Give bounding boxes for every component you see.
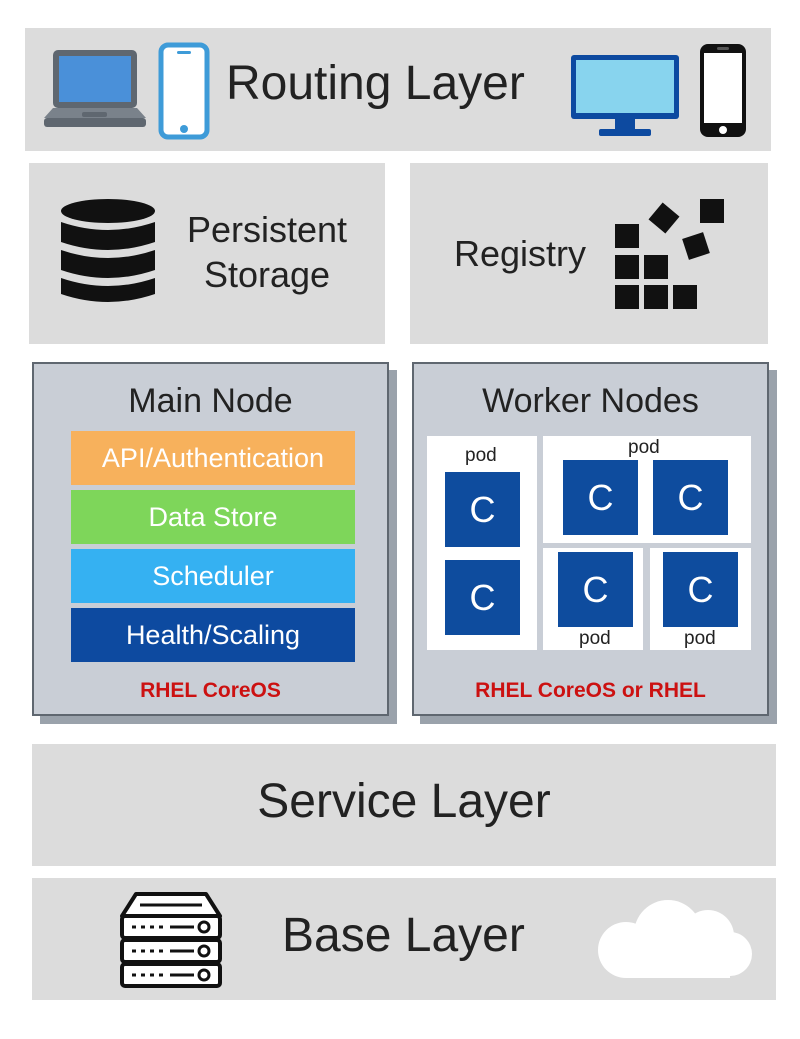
- worker-nodes: Worker Nodes pod C C pod C C C pod C pod…: [412, 362, 769, 716]
- worker-nodes-os: RHEL CoreOS or RHEL: [475, 679, 706, 702]
- worker-nodes-title: Worker Nodes: [482, 382, 699, 420]
- container-box: C: [563, 460, 638, 535]
- pod-2: pod C C: [543, 436, 751, 543]
- blocks-icon: [615, 199, 724, 309]
- container-box: C: [663, 552, 738, 627]
- data-store-block: Data Store: [71, 490, 355, 544]
- monitor-icon: [571, 55, 679, 136]
- database-icon: [61, 199, 155, 302]
- persistent-storage-label: Persistent Storage: [177, 207, 357, 297]
- registry-title: Registry: [453, 233, 587, 274]
- container-box: C: [445, 472, 520, 547]
- container-box: C: [653, 460, 728, 535]
- main-node-os: RHEL CoreOS: [140, 679, 281, 702]
- registry-panel: Registry: [410, 163, 768, 344]
- server-icon: [120, 892, 222, 988]
- base-layer-title: Base Layer: [282, 909, 525, 962]
- service-layer-panel: Service Layer: [32, 744, 776, 866]
- base-layer-panel: Base Layer: [32, 878, 776, 1000]
- pod-4: C pod: [650, 548, 751, 650]
- tablet-icon: [158, 42, 210, 140]
- api-authentication-block: API/Authentication: [71, 431, 355, 485]
- persistent-storage-panel: Persistent Storage: [29, 163, 385, 344]
- pod-label: pod: [628, 437, 660, 458]
- container-box: C: [445, 560, 520, 635]
- main-node: Main Node API/Authentication Data Store …: [32, 362, 389, 716]
- cloud-icon: [598, 900, 752, 978]
- routing-layer-title: Routing Layer: [226, 57, 525, 110]
- pod-label: pod: [579, 628, 611, 649]
- laptop-icon: [44, 50, 146, 127]
- routing-layer-panel: Routing Layer: [25, 28, 771, 151]
- persistent-storage-line2: Storage: [203, 254, 331, 295]
- smartphone-icon: [700, 44, 746, 137]
- health-scaling-block: Health/Scaling: [71, 608, 355, 662]
- pod-label: pod: [465, 445, 497, 466]
- pod-1: pod C C: [427, 436, 537, 650]
- scheduler-block: Scheduler: [71, 549, 355, 603]
- pod-label: pod: [684, 628, 716, 649]
- service-layer-title: Service Layer: [257, 775, 551, 828]
- persistent-storage-line1: Persistent: [186, 209, 348, 250]
- main-node-title: Main Node: [128, 382, 293, 420]
- pod-3: C pod: [543, 548, 643, 650]
- container-box: C: [558, 552, 633, 627]
